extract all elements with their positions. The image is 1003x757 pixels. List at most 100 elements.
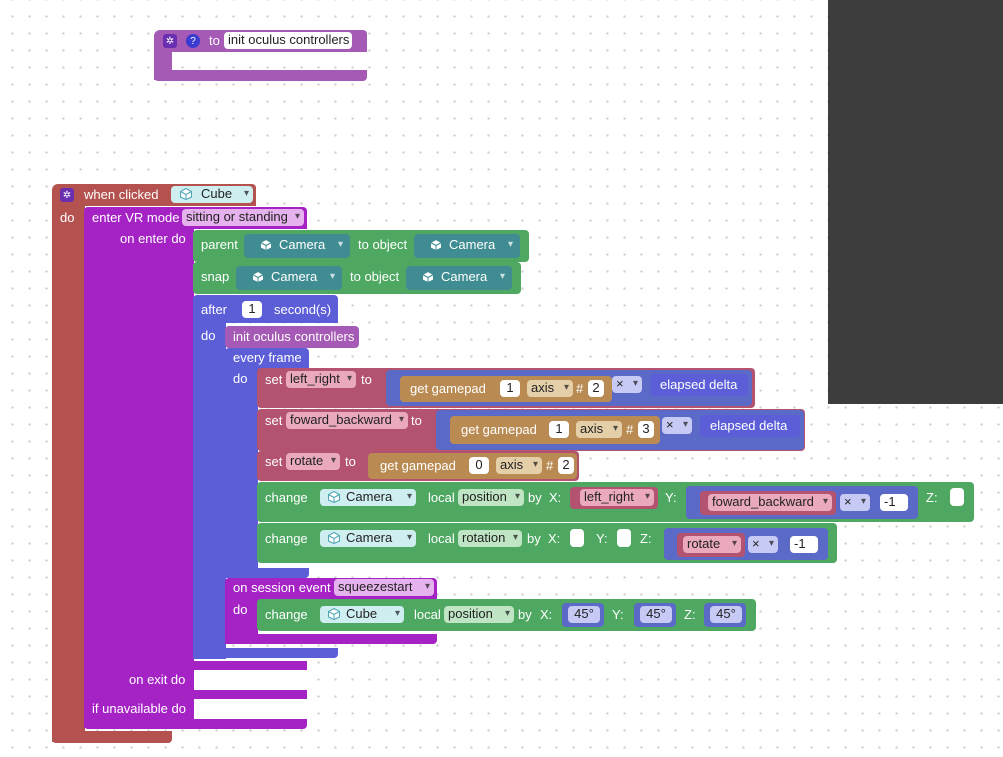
y-variable-dropdown[interactable]: foward_backward bbox=[708, 494, 832, 511]
axis-dropdown[interactable]: axis bbox=[496, 457, 542, 474]
change-label: change bbox=[265, 490, 308, 505]
on-exit-slot[interactable] bbox=[194, 670, 307, 690]
gamepad-index-input[interactable]: 1 bbox=[549, 421, 569, 438]
after-block[interactable] bbox=[193, 295, 338, 323]
elapsed-delta-label: elapsed delta bbox=[710, 418, 788, 433]
change-label: change bbox=[265, 607, 308, 622]
z-empty-input[interactable] bbox=[950, 488, 964, 506]
every-frame-spine bbox=[225, 368, 258, 578]
local-label: local bbox=[428, 490, 455, 505]
y-empty-input[interactable] bbox=[617, 529, 631, 547]
y-label: Y: bbox=[612, 607, 624, 622]
hash-label: # bbox=[576, 381, 584, 396]
every-frame-footer bbox=[225, 568, 309, 578]
y-label: Y: bbox=[596, 531, 608, 546]
parent-to-object-label: to object bbox=[358, 237, 408, 252]
procedure-definition-footer bbox=[154, 70, 367, 81]
enter-vr-on-exit-end bbox=[84, 690, 307, 699]
z-label: Z: bbox=[640, 531, 652, 546]
axis-dropdown[interactable]: axis bbox=[576, 421, 622, 438]
change-object-value: Cube bbox=[346, 606, 378, 621]
cube-icon bbox=[328, 491, 340, 503]
set-variable-dropdown[interactable]: left_right bbox=[286, 371, 356, 388]
procedure-name-input[interactable]: init oculus controllers bbox=[224, 32, 352, 49]
x-label: X: bbox=[548, 531, 561, 546]
x-label: X: bbox=[540, 607, 553, 622]
cube-icon bbox=[422, 271, 434, 283]
every-frame-do-label: do bbox=[233, 371, 248, 386]
change-object-dropdown[interactable]: Camera bbox=[320, 530, 416, 547]
clicked-object-dropdown[interactable]: Cube bbox=[171, 186, 253, 203]
elapsed-delta-block[interactable] bbox=[700, 415, 800, 437]
call-procedure-block[interactable] bbox=[225, 326, 359, 348]
when-clicked-spine bbox=[52, 205, 85, 742]
parent-label: parent bbox=[201, 237, 238, 252]
multiply-operator-dropdown[interactable]: × bbox=[662, 417, 692, 434]
when-clicked-footer bbox=[52, 731, 172, 743]
axis-number-input[interactable]: 2 bbox=[558, 457, 574, 474]
after-spine bbox=[193, 322, 226, 659]
property-dropdown[interactable]: rotation bbox=[458, 530, 522, 547]
set-label: set bbox=[265, 372, 283, 387]
elapsed-delta-block[interactable] bbox=[650, 374, 748, 396]
on-exit-label: on exit do bbox=[129, 672, 186, 687]
get-gamepad-label: get gamepad bbox=[380, 458, 456, 473]
y-operator-dropdown[interactable]: × bbox=[840, 494, 870, 511]
change-object-dropdown[interactable]: Camera bbox=[320, 489, 416, 506]
after-footer bbox=[193, 648, 338, 658]
snap-to-object-label: to object bbox=[350, 269, 400, 284]
every-frame-block[interactable] bbox=[225, 348, 309, 370]
after-seconds-input[interactable]: 1 bbox=[242, 301, 262, 318]
multiply-operator-dropdown[interactable]: × bbox=[612, 376, 642, 393]
local-label: local bbox=[414, 607, 441, 622]
gear-icon[interactable]: ✲ bbox=[60, 188, 74, 202]
gamepad-index-input[interactable]: 1 bbox=[500, 380, 520, 397]
help-icon[interactable]: ? bbox=[186, 34, 200, 48]
gear-icon[interactable]: ✲ bbox=[163, 34, 177, 48]
z-label: Z: bbox=[926, 490, 938, 505]
hash-label: # bbox=[626, 422, 634, 437]
local-label: local bbox=[428, 531, 455, 546]
by-label: by bbox=[528, 490, 542, 505]
snap-child-value: Camera bbox=[271, 269, 318, 284]
parent-child-value: Camera bbox=[279, 237, 326, 252]
session-event-do-label: do bbox=[233, 602, 248, 617]
enter-vr-label: enter VR mode bbox=[92, 210, 180, 225]
axis-dropdown[interactable]: axis bbox=[527, 380, 573, 397]
set-variable-dropdown[interactable]: rotate bbox=[286, 453, 340, 470]
change-object-dropdown[interactable]: Cube bbox=[320, 606, 404, 623]
property-dropdown[interactable]: position bbox=[444, 606, 514, 623]
z-number-input[interactable]: -1 bbox=[790, 536, 818, 553]
vr-mode-dropdown[interactable]: sitting or standing bbox=[182, 209, 304, 226]
x-angle-input[interactable]: 45° bbox=[568, 606, 600, 623]
enter-vr-spine bbox=[84, 228, 194, 728]
axis-number-input[interactable]: 2 bbox=[588, 380, 604, 397]
y-angle-input[interactable]: 45° bbox=[640, 606, 672, 623]
if-unavailable-label: if unavailable do bbox=[92, 701, 186, 716]
x-variable-dropdown[interactable]: left_right bbox=[580, 489, 654, 506]
if-unavailable-slot[interactable] bbox=[194, 699, 307, 719]
snap-target-dropdown[interactable]: Camera bbox=[413, 269, 509, 286]
by-label: by bbox=[518, 607, 532, 622]
enter-vr-on-enter-end bbox=[84, 661, 307, 670]
set-variable-dropdown[interactable]: foward_backward bbox=[286, 412, 408, 429]
snap-child-dropdown[interactable]: Camera bbox=[243, 269, 339, 286]
z-angle-input[interactable]: 45° bbox=[710, 606, 742, 623]
x-label: X: bbox=[549, 490, 562, 505]
set-to-label: to bbox=[411, 413, 422, 428]
after-do-label: do bbox=[201, 328, 216, 343]
get-gamepad-label: get gamepad bbox=[410, 381, 486, 396]
when-clicked-label: when clicked bbox=[84, 187, 159, 202]
z-operator-dropdown[interactable]: × bbox=[748, 536, 778, 553]
y-number-input[interactable]: -1 bbox=[880, 494, 908, 511]
set-label: set bbox=[265, 454, 283, 469]
parent-child-dropdown[interactable]: Camera bbox=[251, 237, 347, 254]
session-event-dropdown[interactable]: squeezestart bbox=[334, 579, 434, 596]
gamepad-index-input[interactable]: 0 bbox=[469, 457, 489, 474]
hash-label: # bbox=[546, 458, 554, 473]
parent-target-dropdown[interactable]: Camera bbox=[421, 237, 517, 254]
property-dropdown[interactable]: position bbox=[458, 489, 524, 506]
x-empty-input[interactable] bbox=[570, 529, 584, 547]
axis-number-input[interactable]: 3 bbox=[638, 421, 654, 438]
z-variable-dropdown[interactable]: rotate bbox=[683, 536, 741, 553]
